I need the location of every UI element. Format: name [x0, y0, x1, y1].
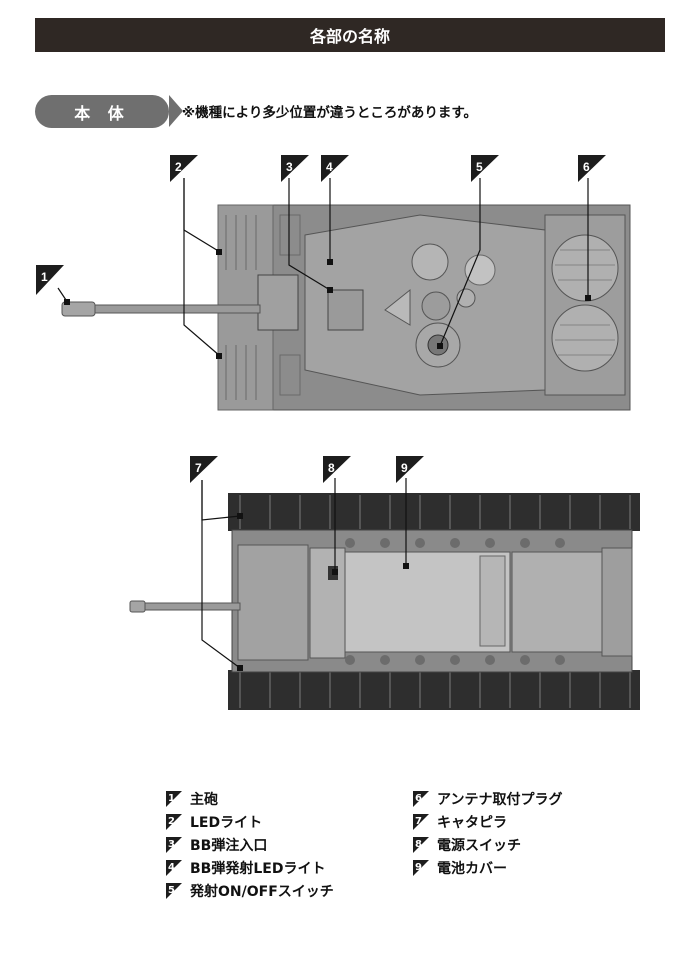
svg-text:1: 1 — [41, 270, 48, 284]
legend-badge: 2 — [166, 813, 182, 830]
legend-item: 4 BB弾発射LEDライト — [166, 856, 334, 879]
legend-label: 発射ON/OFFスイッチ — [190, 883, 334, 900]
marker-1: 1 — [36, 265, 64, 295]
legend-label: アンテナ取付プラグ — [437, 791, 563, 808]
legend-label: 電源スイッチ — [437, 837, 521, 854]
legend-left: 1 主砲 2 LEDライト 3 BB弾注入口 4 BB弾発射LEDライト 5 発… — [166, 787, 334, 902]
marker-8: 8 — [323, 456, 351, 483]
legend-badge: 3 — [166, 836, 182, 853]
legend-label: BB弾発射LEDライト — [190, 860, 326, 877]
legend-badge: 9 — [413, 859, 429, 876]
leader-lines — [57, 178, 589, 669]
section-header: 各部の名称 — [35, 18, 665, 52]
marker-6: 6 — [578, 155, 606, 182]
legend-badge: 4 — [166, 859, 182, 876]
legend-label: 主砲 — [190, 791, 218, 808]
legend-badge: 5 — [166, 882, 182, 899]
tank-bottom-view — [129, 493, 640, 710]
svg-text:6: 6 — [583, 160, 590, 174]
legend-badge: 1 — [166, 790, 182, 807]
svg-text:4: 4 — [326, 160, 333, 174]
legend-item: 9 電池カバー — [413, 856, 562, 879]
legend-item: 3 BB弾注入口 — [166, 833, 334, 856]
svg-text:8: 8 — [328, 461, 335, 475]
legend-label: BB弾注入口 — [190, 837, 268, 854]
marker-5: 5 — [471, 155, 499, 182]
legend-badge: 8 — [413, 836, 429, 853]
legend-item: 2 LEDライト — [166, 810, 334, 833]
svg-text:3: 3 — [286, 160, 293, 174]
section-pill: 本 体 — [35, 95, 183, 128]
legend-item: 7 キャタピラ — [413, 810, 562, 833]
marker-4: 4 — [321, 155, 349, 182]
legend-label: キャタピラ — [437, 814, 507, 831]
legend-item: 8 電源スイッチ — [413, 833, 562, 856]
legend-badge: 7 — [413, 813, 429, 830]
header-title: 各部の名称 — [309, 27, 390, 46]
svg-text:5: 5 — [476, 160, 483, 174]
legend-item: 5 発射ON/OFFスイッチ — [166, 879, 334, 902]
section-label: 本 体 — [74, 103, 130, 123]
svg-text:7: 7 — [195, 461, 202, 475]
marker-2: 2 — [170, 155, 198, 182]
marker-9: 9 — [396, 456, 424, 483]
marker-7: 7 — [190, 456, 218, 483]
svg-text:2: 2 — [175, 160, 182, 174]
legend-item: 6 アンテナ取付プラグ — [413, 787, 562, 810]
legend-item: 1 主砲 — [166, 787, 334, 810]
legend-label: 電池カバー — [437, 860, 507, 877]
legend-label: LEDライト — [190, 814, 263, 831]
legend-badge: 6 — [413, 790, 429, 807]
legend-right: 6 アンテナ取付プラグ 7 キャタピラ 8 電源スイッチ 9 電池カバー — [413, 787, 562, 879]
marker-3: 3 — [281, 155, 309, 182]
model-note: ※機種により多少位置が違うところがあります。 — [182, 105, 478, 121]
tank-top-view — [61, 204, 631, 411]
svg-text:9: 9 — [401, 461, 408, 475]
